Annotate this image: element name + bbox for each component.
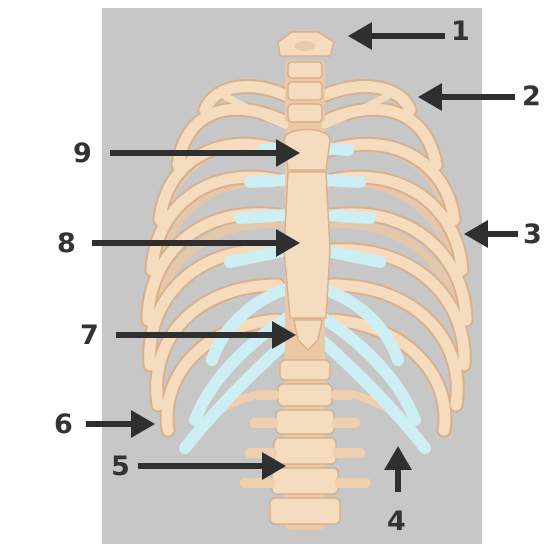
label-7: 7 [80, 322, 99, 349]
label-5: 5 [111, 453, 130, 480]
label-2: 2 [522, 83, 541, 110]
label-4: 4 [387, 508, 406, 535]
label-9: 9 [73, 140, 92, 167]
label-8: 8 [57, 230, 76, 257]
label-6: 6 [54, 411, 73, 438]
label-1: 1 [451, 18, 470, 45]
label-3: 3 [523, 221, 542, 248]
